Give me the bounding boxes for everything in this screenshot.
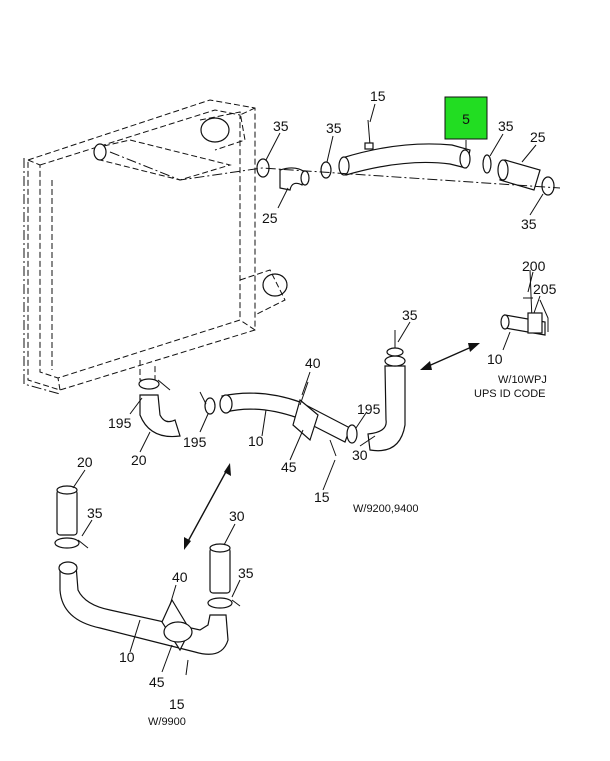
- callout-45-b: 45: [149, 674, 165, 690]
- lower-pipe-group: [54, 485, 241, 676]
- note-ups-id-code: UPS ID CODE: [474, 388, 546, 400]
- callout-30-a: 30: [352, 447, 368, 463]
- highlight-label[interactable]: 5: [462, 111, 470, 127]
- callout-10-b: 10: [248, 433, 264, 449]
- callout-25-b: 25: [262, 210, 278, 226]
- radiator-outline: [23, 99, 288, 395]
- callout-25-a: 25: [530, 129, 546, 145]
- note-w9200: W/9200,9400: [353, 503, 418, 515]
- callout-35-f: 35: [87, 505, 103, 521]
- callout-35-e: 35: [402, 307, 418, 323]
- callout-15-top: 15: [370, 88, 386, 104]
- middle-pipe-group: [138, 330, 406, 457]
- callout-15-bot: 15: [169, 696, 185, 712]
- callout-35-g: 35: [238, 565, 254, 581]
- callout-195-a: 195: [108, 415, 132, 431]
- callout-195-b: 195: [183, 434, 207, 450]
- notes: W/10WPJ UPS ID CODE W/9200,9400 W/9900: [148, 374, 547, 728]
- callout-40-a: 40: [305, 355, 321, 371]
- callout-labels: 15 35 35 35 25 25 35 200 205 10 35 40 19…: [77, 88, 557, 712]
- callout-30-b: 30: [229, 508, 245, 524]
- callout-200: 200: [522, 258, 546, 274]
- wpj-detail: [500, 269, 549, 336]
- callout-20-a: 20: [131, 452, 147, 468]
- callout-35-c: 35: [498, 118, 514, 134]
- callout-195-c: 195: [357, 401, 381, 417]
- note-w9900: W/9900: [148, 716, 186, 728]
- callout-35-a: 35: [273, 118, 289, 134]
- callout-20-b: 20: [77, 454, 93, 470]
- callout-205: 205: [533, 281, 557, 297]
- callout-40-b: 40: [172, 569, 188, 585]
- highlight-box[interactable]: [444, 96, 488, 140]
- callout-15-mid: 15: [314, 489, 330, 505]
- callout-45-a: 45: [281, 459, 297, 475]
- arrow-upper-right: [420, 343, 480, 370]
- upper-hose-group: [109, 119, 561, 196]
- note-wpj: W/10WPJ: [498, 374, 547, 386]
- arrow-lower-left: [184, 463, 231, 550]
- callout-35-d: 35: [521, 216, 537, 232]
- leader-lines: [72, 103, 544, 673]
- callout-35-b: 35: [326, 120, 342, 136]
- callout-10-a: 10: [487, 351, 503, 367]
- callout-10-c: 10: [119, 649, 135, 665]
